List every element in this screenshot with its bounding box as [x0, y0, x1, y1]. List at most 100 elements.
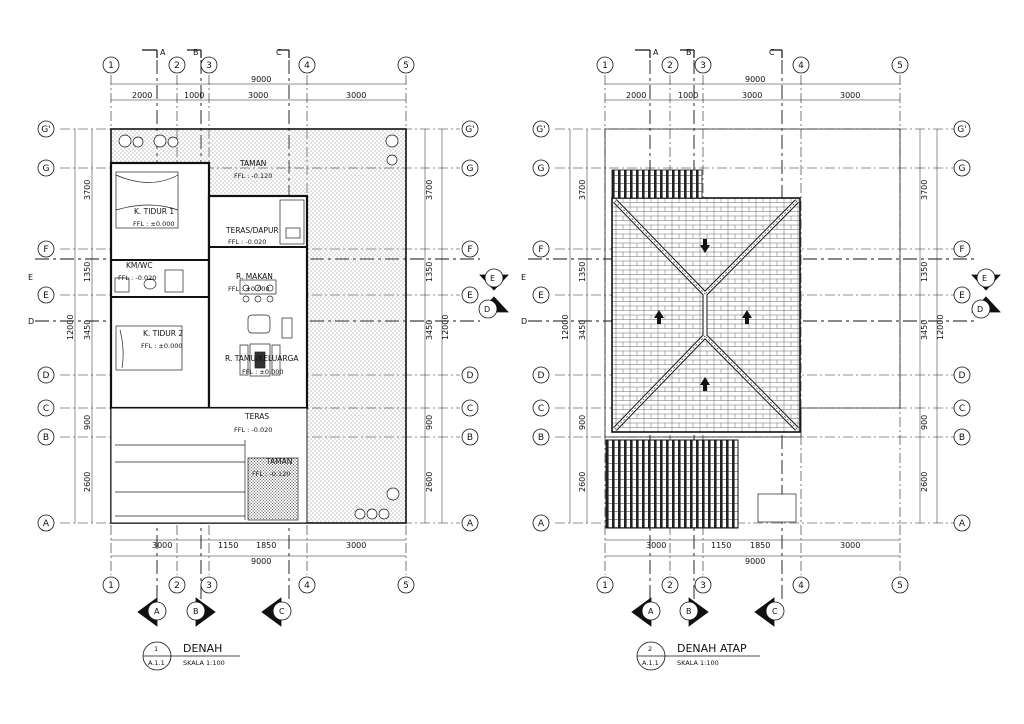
ffl-tamu: FFL : ±0.000 [242, 368, 283, 376]
kitchen-counter [279, 199, 305, 245]
roof-small-box [757, 493, 797, 523]
dim-top-3: 3000 [248, 91, 268, 100]
roof-section-e-left: E [521, 273, 526, 282]
roof-grid-row-e-left: E [538, 291, 544, 301]
dim-right-2: 1350 [425, 262, 434, 282]
grid-bubble-labels: 1 2 3 4 5 1 2 3 4 5 G' G F E D C B A G' … [41, 61, 474, 591]
roof-grid-row-g-right: G [959, 164, 966, 174]
section-a-top: A [160, 48, 166, 57]
grid-col-5-bottom: 5 [403, 581, 409, 591]
dimension-texts-roof: 9000 2000 1000 3000 3000 3000 1150 1850 … [561, 75, 945, 566]
grid-row-g-left: G [43, 164, 50, 174]
roof-dim-side-2: 1350 [578, 262, 587, 282]
room-label-makan: R. MAKAN [236, 272, 273, 281]
roof-grid-row-b-right: B [959, 433, 965, 443]
dim-top-4: 3000 [346, 91, 366, 100]
roof-grid-col-1-bottom: 1 [602, 581, 608, 591]
dim-top-2: 1000 [184, 91, 204, 100]
grid-row-a-right: A [467, 519, 474, 529]
roof-grid-row-a-left: A [538, 519, 545, 529]
roof-dim-right-2: 1350 [920, 262, 929, 282]
grid-row-b-left: B [43, 433, 49, 443]
grid-row-a-left: A [43, 519, 50, 529]
roof-grid-col-5-top: 5 [897, 61, 903, 71]
grid-col-5-top: 5 [403, 61, 409, 71]
roof-dim-bottom-2: 1150 [711, 541, 731, 550]
roof-dim-total-left: 12000 [561, 315, 570, 340]
section-bubbles-right [478, 268, 509, 319]
roof-plan: 9000 2000 1000 3000 3000 3000 1150 1850 … [521, 48, 1001, 671]
floor-plan: TAMAN FFL : -0.120 K. TIDUR 1 FFL : ±0.0… [28, 48, 509, 671]
roof-grid-row-g-prime-left: G' [536, 125, 545, 135]
dim-total-top: 9000 [251, 75, 271, 84]
living-set [239, 314, 293, 377]
dim-side-1: 3700 [83, 180, 92, 200]
dim-total-bottom: 9000 [251, 557, 271, 566]
title-number-1: 1 [154, 645, 158, 653]
roof-grid-row-c-right: C [959, 404, 965, 414]
ffl-tidur-1: FFL : ±0.000 [133, 220, 174, 228]
dim-right-5: 2600 [425, 472, 434, 492]
title-block-1: 1 A.1.1 DENAH SKALA 1:100 [142, 641, 240, 671]
roof-grid-col-1-top: 1 [602, 61, 608, 71]
grid-row-b-right: B [467, 433, 473, 443]
roof-dim-bottom-1: 3000 [646, 541, 666, 550]
roof-dim-side-4: 900 [578, 415, 587, 430]
roof-grid-row-d-left: D [538, 371, 545, 381]
roof-dim-bottom-3: 1850 [750, 541, 770, 550]
plants [118, 134, 400, 520]
roof-dim-right-4: 900 [920, 415, 929, 430]
upper-roof-strip [611, 169, 703, 199]
grid-bubbles-roof [532, 56, 971, 594]
roof-grid-col-5-bottom: 5 [897, 581, 903, 591]
roof-grid-row-c-left: C [538, 404, 544, 414]
roof-dim-top-1: 2000 [626, 91, 646, 100]
grid-bubbles [37, 56, 479, 594]
title-number-2: 2 [648, 645, 652, 653]
room-label-taman-top: TAMAN [239, 159, 266, 168]
grid-col-3-bottom: 3 [206, 581, 212, 591]
title-block-2: 2 A.1.1 DENAH ATAP SKALA 1:100 [636, 641, 760, 671]
grid-row-e-right: E [467, 291, 473, 301]
section-b-top: B [193, 48, 199, 57]
ffl-teras: FFL : -0.020 [234, 426, 272, 434]
roof-dim-top-3: 3000 [742, 91, 762, 100]
section-e-left: E [28, 273, 33, 282]
title-denah-atap: DENAH ATAP [677, 642, 747, 655]
section-bubbles-bottom-roof [631, 597, 785, 627]
section-e-bubble: E [490, 274, 495, 283]
roof-grid-row-b-left: B [538, 433, 544, 443]
room-label-teras: TERAS [244, 412, 269, 421]
grid-col-1-bottom: 1 [108, 581, 114, 591]
roof-section-d-bubble: D [977, 305, 983, 314]
room-label-kmwc: KM/WC [126, 261, 153, 270]
roof-grid-row-f-right: F [959, 245, 964, 255]
dim-top-1: 2000 [132, 91, 152, 100]
room-label-tidur-1: K. TIDUR 1 [134, 207, 174, 216]
section-c-bubble: C [279, 607, 285, 616]
ffl-kmwc: FFL : -0.020 [118, 274, 156, 282]
grid-bubble-labels-roof: 1 2 3 4 5 1 2 3 4 5 G' G F E D C B A G' … [536, 61, 966, 591]
roof-dim-right-1: 3700 [920, 180, 929, 200]
roof-section-a-bubble: A [648, 607, 654, 616]
building-walls [109, 161, 309, 524]
roof-dim-total-bottom: 9000 [745, 557, 765, 566]
roof-dim-side-3: 3450 [578, 320, 587, 340]
dim-side-2: 1350 [83, 262, 92, 282]
dim-right-3: 3450 [425, 320, 434, 340]
room-labels: TAMAN FFL : -0.120 K. TIDUR 1 FFL : ±0.0… [118, 159, 299, 478]
roof-dim-bottom-4: 3000 [840, 541, 860, 550]
grid-row-g-right: G [467, 164, 474, 174]
roof-section-c-top: C [769, 48, 775, 57]
grid-col-3-top: 3 [206, 61, 212, 71]
roof-dim-total-top: 9000 [745, 75, 765, 84]
dim-side-3: 3450 [83, 320, 92, 340]
dim-total-left: 12000 [66, 315, 75, 340]
dim-total-right: 12000 [441, 315, 450, 340]
section-markers-top: A B C E D [28, 48, 290, 326]
grid-col-4-top: 4 [304, 61, 310, 71]
title-denah: DENAH [183, 642, 222, 655]
roof-dim-side-1: 3700 [578, 180, 587, 200]
dimension-lines-roof [569, 83, 938, 557]
